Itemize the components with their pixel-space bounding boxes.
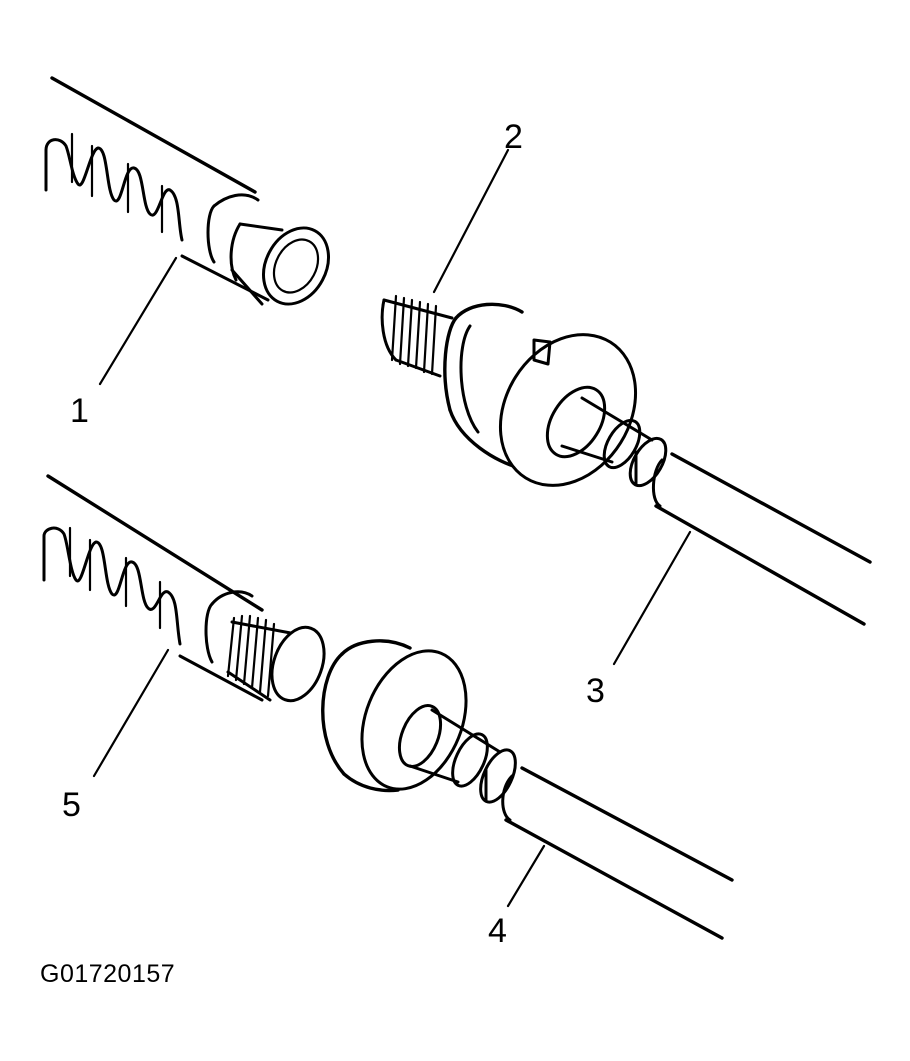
callout-2: 2 bbox=[504, 118, 523, 156]
callout-1: 1 bbox=[70, 392, 89, 430]
callout-labels: 1 2 3 4 5 bbox=[62, 118, 605, 950]
leader-line-1 bbox=[98, 256, 178, 386]
callout-5: 5 bbox=[62, 786, 81, 824]
ball-housing-lower bbox=[321, 639, 468, 793]
rack-housing-upper bbox=[44, 76, 270, 302]
leader-line-2 bbox=[432, 148, 510, 294]
callout-4: 4 bbox=[488, 912, 507, 950]
rack-housing-lower bbox=[42, 474, 264, 702]
inner-tie-rod-shaft-lower bbox=[408, 708, 734, 940]
threaded-stud-upper bbox=[380, 294, 454, 378]
leader-lines bbox=[92, 148, 692, 908]
ball-housing-upper bbox=[443, 302, 638, 487]
figure-identifier: G01720157 bbox=[40, 960, 176, 988]
leader-line-3 bbox=[612, 530, 692, 666]
inner-tie-rod-shaft-upper bbox=[560, 396, 872, 626]
rack-end-socket bbox=[229, 222, 330, 306]
rack-threaded-end bbox=[226, 614, 326, 703]
leader-line-5 bbox=[92, 648, 170, 778]
leader-line-4 bbox=[506, 844, 546, 908]
callout-3: 3 bbox=[586, 672, 605, 710]
